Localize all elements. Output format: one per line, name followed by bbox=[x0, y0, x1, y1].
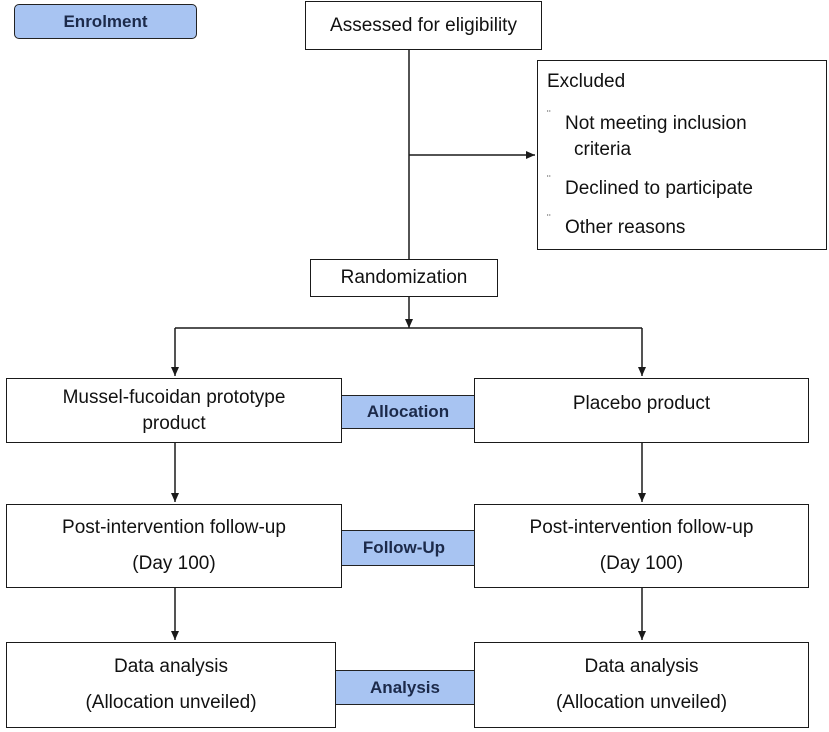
left-followup-box: Post-intervention follow-up (Day 100) bbox=[6, 504, 342, 588]
left-followup-day: (Day 100) bbox=[132, 553, 216, 574]
left-allocation-text-cont: product bbox=[142, 412, 206, 434]
left-followup-text: Post-intervention follow-up bbox=[62, 516, 286, 538]
left-allocation-text: Mussel-fucoidan prototype bbox=[62, 386, 286, 408]
right-followup-box: Post-intervention follow-up (Day 100) bbox=[474, 504, 809, 588]
left-analysis-note: (Allocation unveiled) bbox=[85, 692, 257, 713]
excluded-title: Excluded bbox=[547, 71, 626, 92]
bullet-icon: ¨ bbox=[547, 174, 551, 186]
left-analysis-box: Data analysis (Allocation unveiled) bbox=[6, 642, 336, 728]
right-allocation-box: Placebo product bbox=[474, 378, 809, 443]
stage-label-analysis: Analysis bbox=[321, 670, 489, 705]
excluded-item: ¨ Declined to participate bbox=[547, 174, 753, 202]
stage-label-follow-up: Follow-Up bbox=[318, 530, 490, 566]
right-analysis-box: Data analysis (Allocation unveiled) bbox=[474, 642, 809, 728]
excluded-item: ¨ Not meeting inclusion criteria bbox=[547, 109, 747, 162]
right-followup-day: (Day 100) bbox=[599, 553, 684, 574]
left-analysis-text: Data analysis bbox=[113, 655, 229, 677]
excluded-item-text-cont: criteria bbox=[574, 138, 632, 160]
bullet-icon: ¨ bbox=[547, 213, 551, 225]
excluded-item-text: Other reasons bbox=[565, 217, 686, 238]
excluded-item-text: Not meeting inclusion bbox=[565, 113, 747, 134]
randomization-text: Randomization bbox=[340, 267, 468, 289]
assessed-text: Assessed for eligibility bbox=[330, 14, 517, 36]
stage-label-enrolment: Enrolment bbox=[14, 4, 197, 39]
right-followup-text: Post-intervention follow-up bbox=[529, 516, 754, 538]
assessed-box: Assessed for eligibility bbox=[305, 1, 542, 50]
left-allocation-box: Mussel-fucoidan prototype product bbox=[6, 378, 342, 443]
randomization-box: Randomization bbox=[310, 259, 498, 297]
bullet-icon: ¨ bbox=[547, 109, 551, 121]
excluded-item-text: Declined to participate bbox=[565, 178, 753, 199]
right-allocation-text: Placebo product bbox=[572, 393, 711, 414]
excluded-item: ¨ Other reasons bbox=[547, 213, 686, 241]
right-analysis-text: Data analysis bbox=[584, 655, 699, 677]
stage-label-allocation: Allocation bbox=[332, 395, 484, 429]
right-analysis-note: (Allocation unveiled) bbox=[555, 692, 728, 713]
